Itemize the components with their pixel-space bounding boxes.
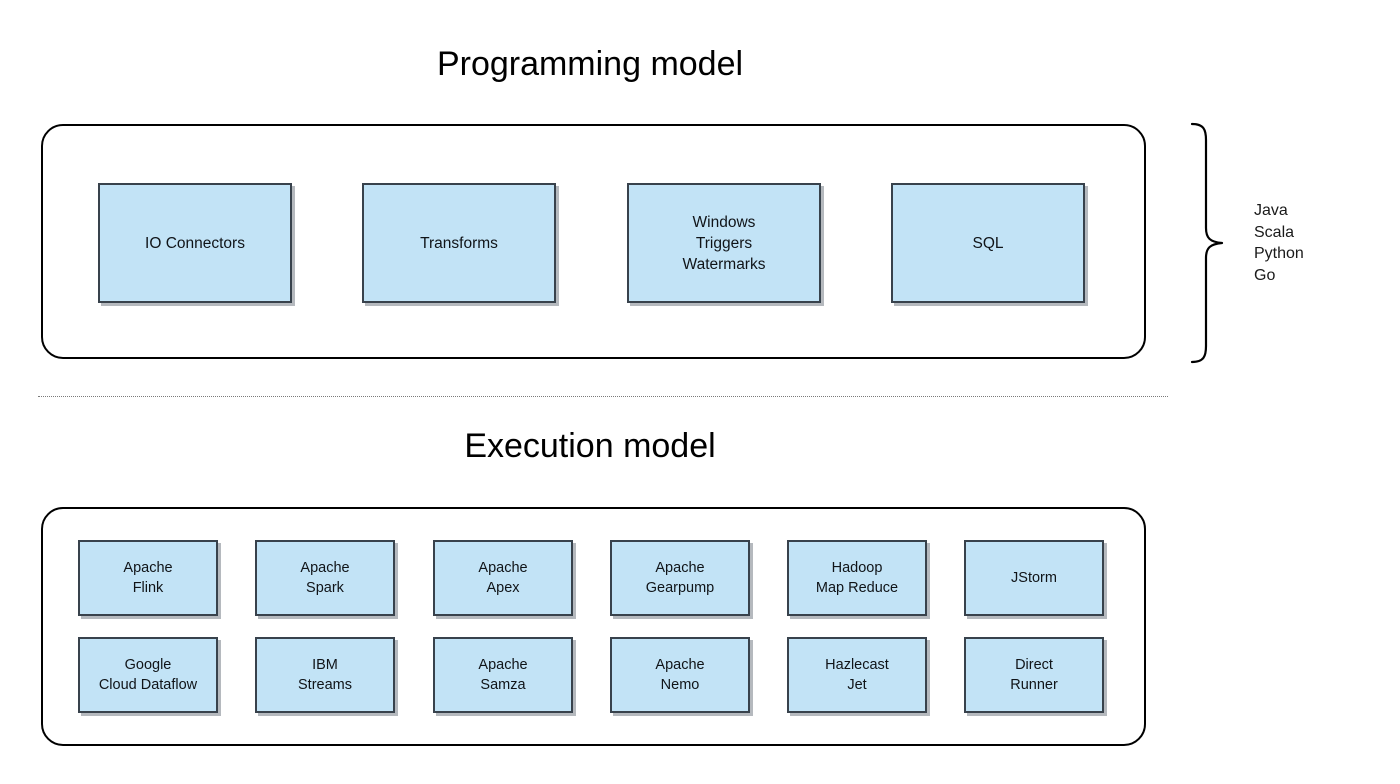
box-apache-nemo[interactable]: Apache Nemo bbox=[610, 637, 750, 713]
box-hazlecast-jet[interactable]: Hazlecast Jet bbox=[787, 637, 927, 713]
box-io-connectors[interactable]: IO Connectors bbox=[98, 183, 292, 303]
box-jstorm[interactable]: JStorm bbox=[964, 540, 1104, 616]
box-label: Apache Gearpump bbox=[645, 560, 715, 596]
box-label: IBM Streams bbox=[298, 657, 352, 693]
box-label: Apache Spark bbox=[300, 560, 350, 596]
box-google-cloud-dataflow[interactable]: Google Cloud Dataflow bbox=[78, 637, 218, 713]
box-apache-flink[interactable]: Apache Flink bbox=[78, 540, 218, 616]
box-apache-apex[interactable]: Apache Apex bbox=[433, 540, 573, 616]
programming-model-title: Programming model bbox=[436, 45, 744, 83]
box-label: Hazlecast Jet bbox=[825, 657, 889, 693]
sdk-brace bbox=[1186, 122, 1232, 364]
box-label: Direct Runner bbox=[1010, 657, 1058, 693]
box-label: Windows Triggers Watermarks bbox=[682, 213, 766, 273]
box-hadoop-map-reduce[interactable]: Hadoop Map Reduce bbox=[787, 540, 927, 616]
execution-model-panel bbox=[41, 507, 1146, 746]
sdk-language-list: Java Scala Python Go bbox=[1254, 200, 1374, 286]
box-label: SQL bbox=[972, 234, 1004, 252]
box-label: Apache Nemo bbox=[655, 657, 705, 693]
box-apache-gearpump[interactable]: Apache Gearpump bbox=[610, 540, 750, 616]
box-label: IO Connectors bbox=[145, 234, 245, 252]
box-label: JStorm bbox=[1011, 570, 1057, 586]
sdk-item-go: Go bbox=[1254, 266, 1276, 284]
execution-model-title: Execution model bbox=[464, 427, 716, 465]
box-apache-spark[interactable]: Apache Spark bbox=[255, 540, 395, 616]
box-transforms[interactable]: Transforms bbox=[362, 183, 556, 303]
box-ibm-streams[interactable]: IBM Streams bbox=[255, 637, 395, 713]
sdk-item-python: Python bbox=[1254, 245, 1304, 262]
box-label: Google Cloud Dataflow bbox=[98, 657, 198, 693]
box-label: Apache Flink bbox=[123, 560, 173, 596]
sdk-item-scala: Scala bbox=[1254, 223, 1295, 241]
box-label: Apache Apex bbox=[478, 560, 528, 596]
box-label: Transforms bbox=[420, 234, 498, 252]
box-direct-runner[interactable]: Direct Runner bbox=[964, 637, 1104, 713]
box-sql[interactable]: SQL bbox=[891, 183, 1085, 303]
sdk-item-java: Java bbox=[1254, 202, 1288, 219]
box-label: Hadoop Map Reduce bbox=[815, 560, 899, 596]
box-windows-triggers-watermarks[interactable]: Windows Triggers Watermarks bbox=[627, 183, 821, 303]
box-apache-samza[interactable]: Apache Samza bbox=[433, 637, 573, 713]
box-label: Apache Samza bbox=[478, 657, 528, 693]
section-divider bbox=[38, 396, 1168, 397]
